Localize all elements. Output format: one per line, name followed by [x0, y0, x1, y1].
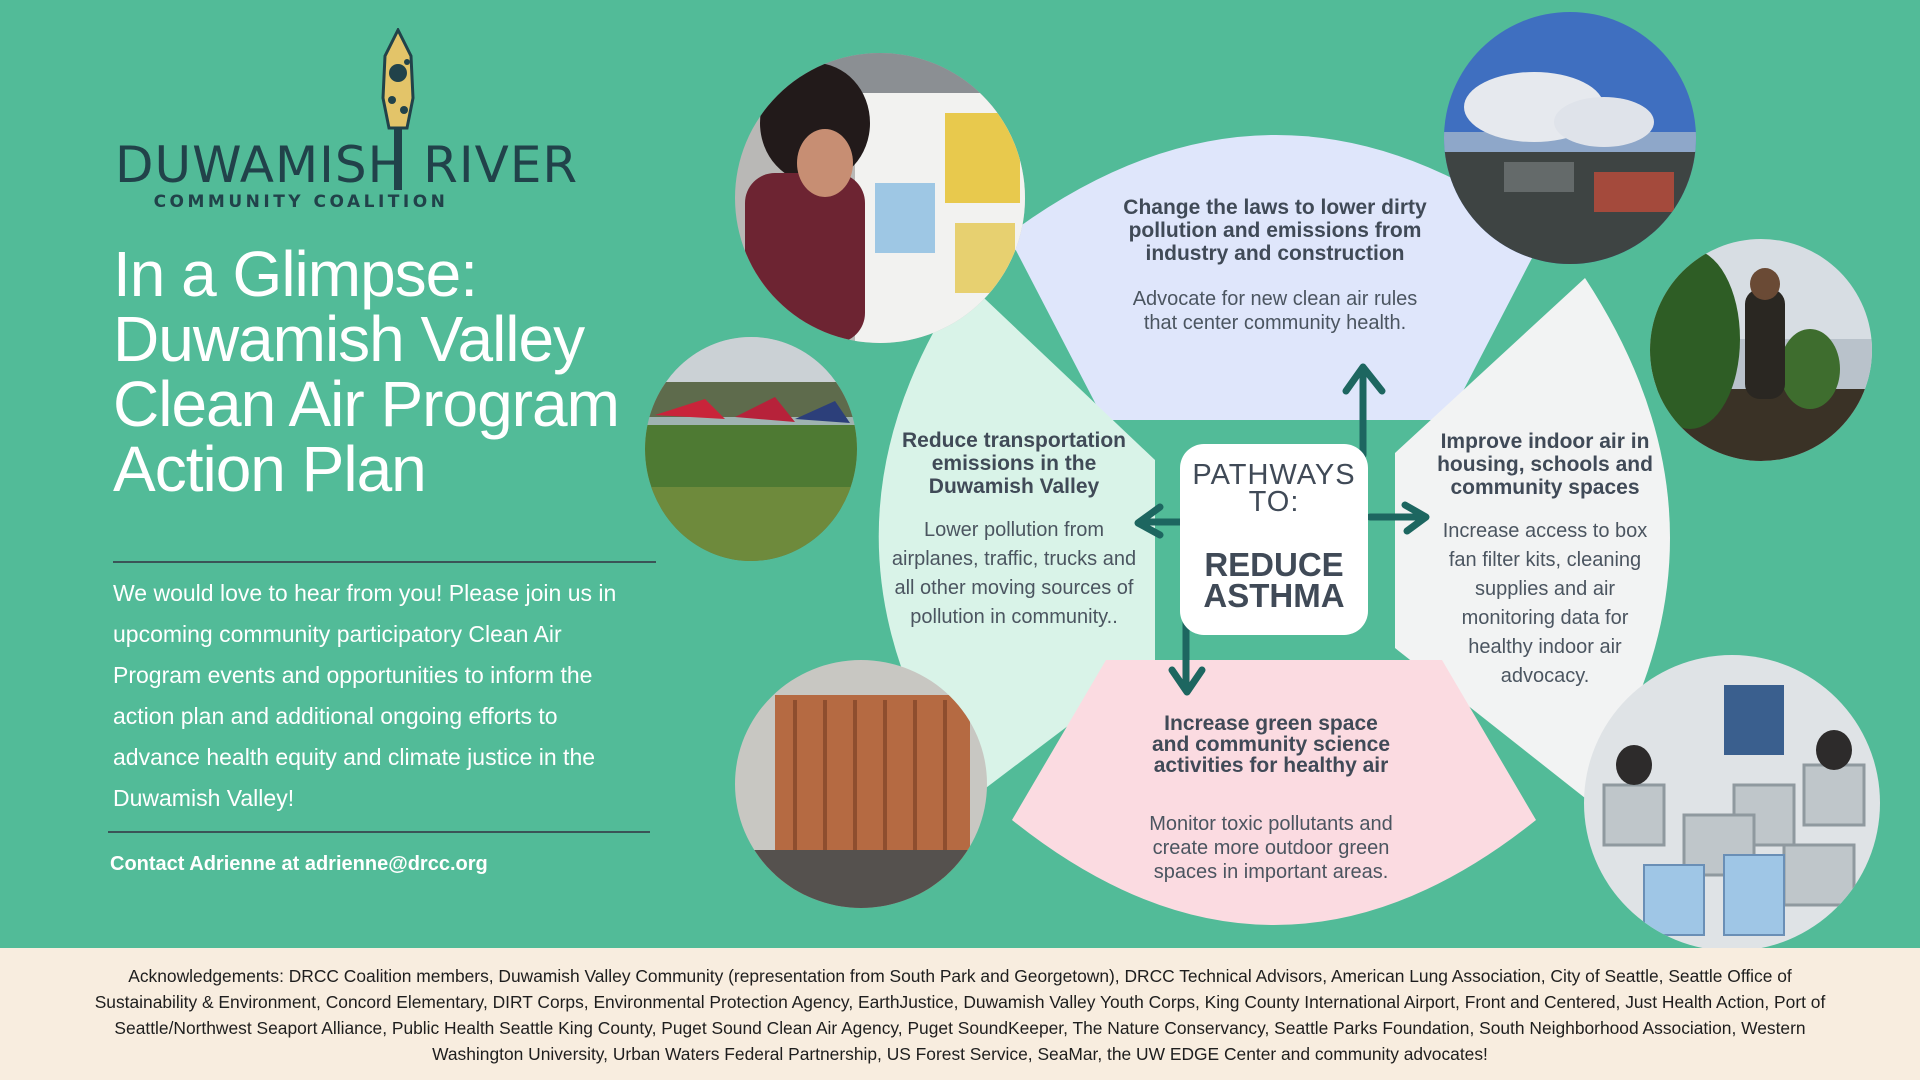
intro-paragraph: We would love to hear from you! Please j… — [113, 573, 653, 819]
pathway-heading: Reduce transportation emissions in the D… — [901, 429, 1127, 498]
acknowledgements-text: Acknowledgements: DRCC Coalition members… — [94, 966, 1826, 1064]
photo-poster-session — [735, 53, 1025, 343]
title-line: In a Glimpse: — [113, 238, 478, 310]
pathway-body: Advocate for new clean air rules that ce… — [1132, 288, 1418, 334]
pathway-green-space: Increase green space and community scien… — [1100, 713, 1442, 884]
title-line: Duwamish Valley — [113, 303, 585, 375]
title-line: Clean Air Program — [113, 368, 620, 440]
photo-airport-grassland — [645, 337, 857, 561]
acknowledgements-bar: Acknowledgements: DRCC Coalition members… — [0, 948, 1920, 1080]
pathway-body: Monitor toxic pollutants and create more… — [1149, 813, 1393, 883]
intro-line: action plan and additional ongoing effor… — [113, 703, 558, 729]
photo-tree-planting — [1650, 239, 1872, 461]
totem-logo-icon — [381, 28, 415, 190]
pathway-transportation: Reduce transportation emissions in the D… — [874, 429, 1154, 632]
pathway-heading: Improve indoor air in housing, schools a… — [1437, 430, 1653, 499]
pathway-body: Lower pollution from airplanes, traffic,… — [891, 519, 1137, 628]
pathway-heading: Change the laws to lower dirty pollution… — [1123, 196, 1427, 265]
petal-bottom — [1012, 660, 1536, 925]
arrow-up-icon — [1342, 363, 1386, 459]
intro-line: Program events and opportunities to info… — [113, 662, 593, 688]
pathway-indoor-air: Improve indoor air in housing, schools a… — [1405, 430, 1685, 691]
logo-subtitle: COMMUNITY COALITION — [153, 192, 449, 212]
arrow-right-icon — [1366, 501, 1430, 535]
divider — [108, 831, 650, 833]
divider — [113, 561, 656, 563]
intro-line: Duwamish Valley! — [113, 785, 295, 811]
photo-box-fan-filters — [1584, 655, 1880, 951]
photo-shipping-container — [735, 660, 987, 908]
drcc-logo: DUWAMISH RIVER COMMUNITY COALITION — [115, 28, 579, 218]
intro-line: advance health equity and climate justic… — [113, 744, 596, 770]
center-pretitle: PATHWAYS TO: — [1192, 459, 1356, 518]
pathway-heading: Increase green space and community scien… — [1151, 712, 1391, 777]
pathway-laws: Change the laws to lower dirty pollution… — [1090, 196, 1460, 335]
petal-top — [1008, 135, 1544, 420]
center-box: PATHWAYS TO: REDUCE ASTHMA — [1180, 444, 1368, 635]
intro-line: upcoming community participatory Clean A… — [113, 621, 562, 647]
petal-left — [878, 280, 1155, 800]
photo-industrial-smokestacks — [1444, 12, 1696, 264]
contact-line: Contact Adrienne at adrienne@drcc.org — [110, 853, 488, 875]
intro-line: We would love to hear from you! Please j… — [113, 580, 617, 606]
logo-wordmark: DUWAMISH RIVER — [115, 136, 579, 194]
title-line: Action Plan — [113, 433, 427, 505]
page-title: In a Glimpse: Duwamish Valley Clean Air … — [113, 242, 673, 502]
petal-right — [1395, 278, 1670, 798]
pathway-body: Increase access to box fan filter kits, … — [1442, 520, 1648, 687]
center-goal: REDUCE ASTHMA — [1203, 546, 1345, 614]
